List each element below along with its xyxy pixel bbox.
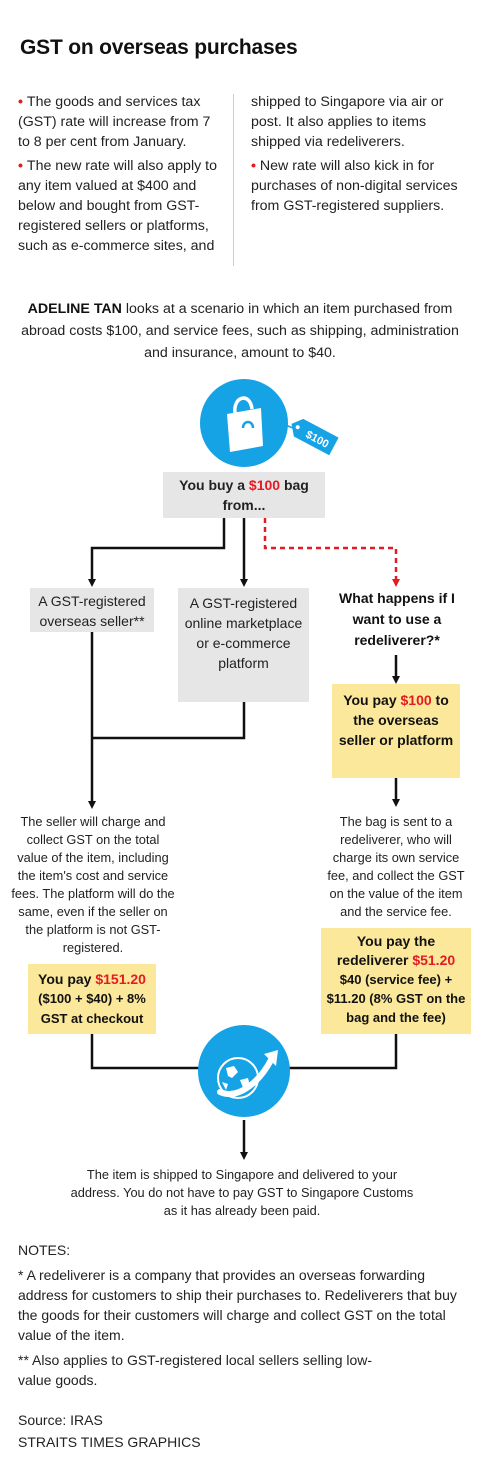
bullet-item: • New rate will also kick in for purchas… [251, 158, 458, 214]
author-name: ADELINE TAN [27, 301, 122, 317]
shopping-bag-icon: $100 [200, 379, 339, 467]
note-redeliverer: * A redeliverer is a company that provid… [18, 1267, 457, 1343]
column-divider [233, 94, 234, 266]
bullet-item: • The new rate will also apply to any it… [18, 158, 217, 254]
redeliverer-explanation: The bag is sent to a redeliverer, who wi… [327, 814, 465, 919]
option-seller-box: A GST-registered overseas seller** [30, 588, 154, 632]
bullets-left-column: • The goods and services tax (GST) rate … [18, 92, 223, 260]
notes-heading: NOTES: [18, 1242, 71, 1258]
credit: STRAITS TIMES GRAPHICS [18, 1434, 201, 1450]
bullet-item: • The goods and services tax (GST) rate … [18, 94, 211, 150]
pay-overseas-box: You pay $100 to the overseas seller or p… [332, 684, 460, 778]
start-box: You buy a $100 bag from... [163, 472, 325, 518]
bullets-right-column: shipped to Singapore via air or post. It… [251, 92, 466, 220]
globe-icon [198, 1025, 290, 1117]
page-title: GST on overseas purchases [20, 36, 298, 59]
price-tag-icon: $100 [291, 418, 339, 456]
globe-illustration [198, 1022, 290, 1120]
source: Source: IRAS [18, 1412, 103, 1428]
redeliverer-question: What happens if I want to use a redelive… [339, 590, 455, 648]
bag-illustration: $100 [200, 378, 350, 468]
pay-right-box: You pay the redeliverer $51.20 $40 (serv… [321, 928, 471, 1034]
intro-paragraph: ADELINE TAN looks at a scenario in which… [21, 301, 459, 361]
pay-left-box: You pay $151.20 ($100 + $40) + 8% GST at… [28, 964, 156, 1034]
seller-explanation: The seller will charge and collect GST o… [11, 814, 175, 955]
arrow-icon [217, 1055, 275, 1097]
option-platform-box: A GST-registered online marketplace or e… [178, 588, 309, 702]
bullet-continuation: shipped to Singapore via air or post. It… [251, 94, 444, 150]
final-explanation: The item is shipped to Singapore and del… [70, 1167, 414, 1218]
note-local-sellers: ** Also applies to GST-registered local … [18, 1352, 373, 1388]
